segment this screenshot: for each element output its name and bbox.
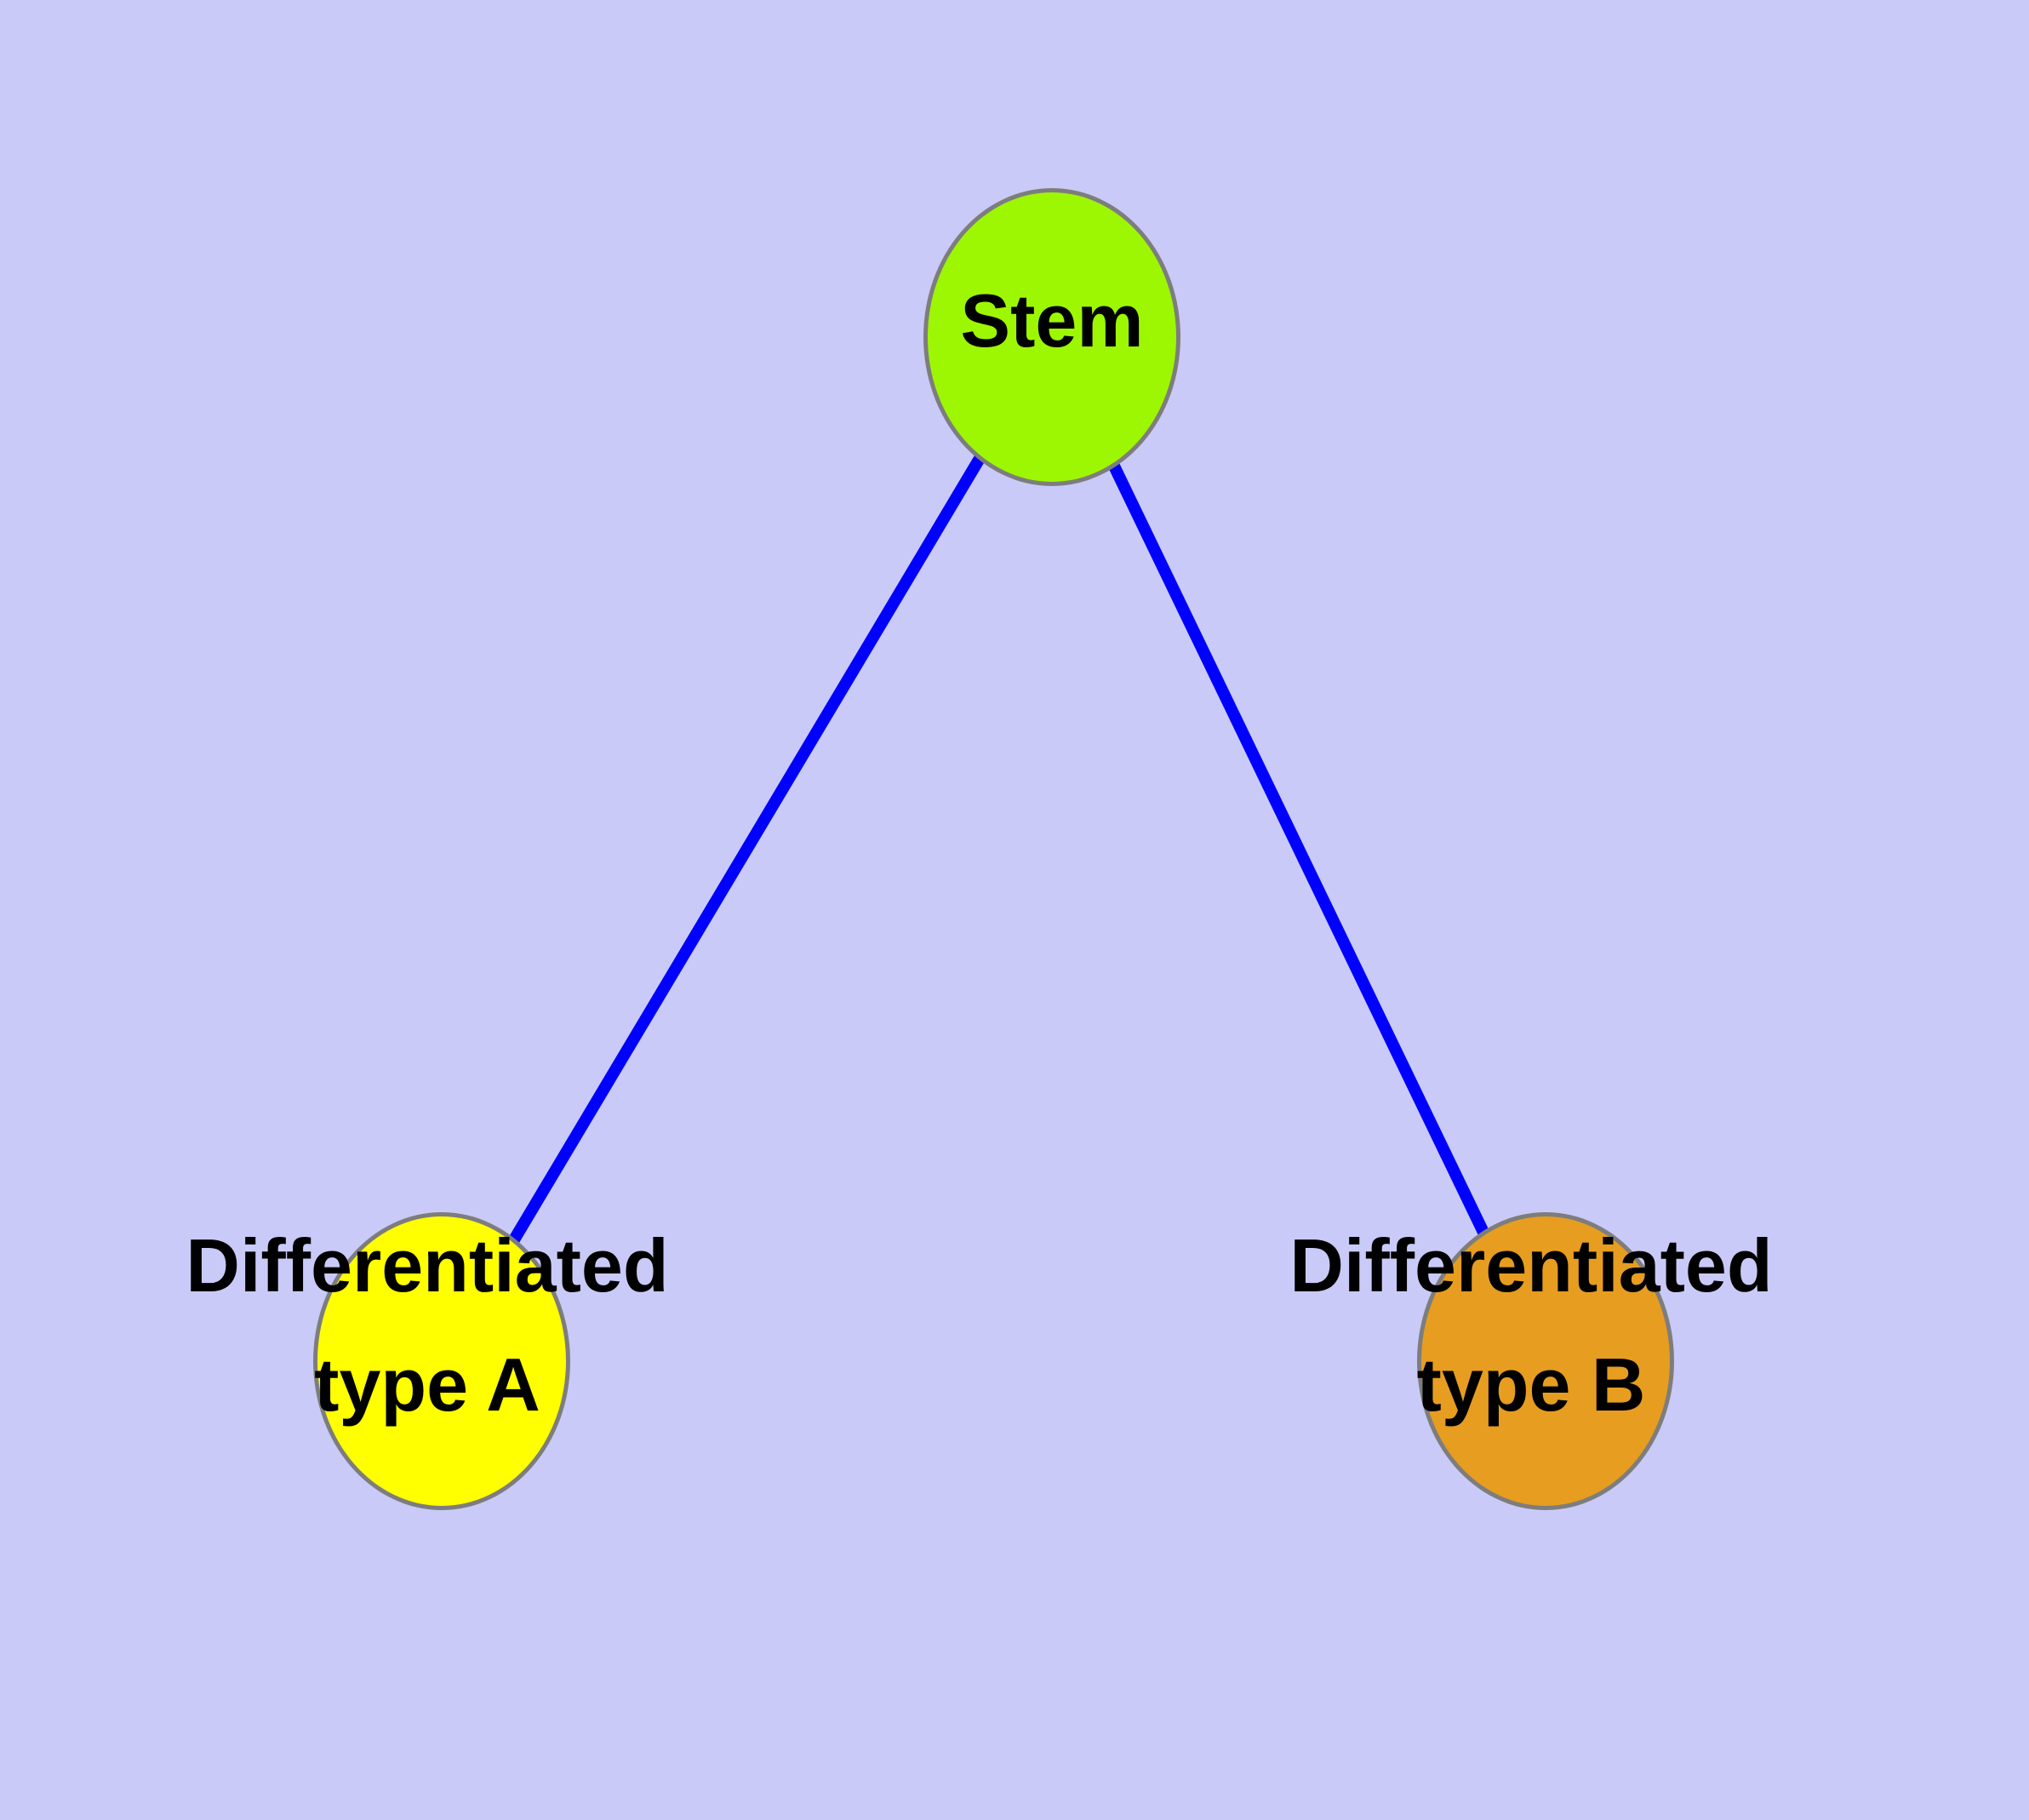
node-stem [923, 188, 1180, 486]
node-label-stem: Stem [960, 261, 1143, 381]
edge-stem-to-type-b [1046, 334, 1552, 1365]
node-label-differentiated-type-b: Differentiated type B [1289, 1206, 1772, 1445]
node-differentiated-type-b [1417, 1212, 1674, 1510]
label-line: type A [314, 1342, 540, 1427]
node-differentiated-type-a [313, 1212, 570, 1510]
edge-stem-to-type-a [436, 334, 1058, 1365]
label-line: Differentiated [186, 1223, 669, 1308]
label-line: Stem [960, 278, 1144, 363]
label-line: Differentiated [1289, 1223, 1773, 1308]
label-line: type B [1416, 1342, 1646, 1427]
node-label-differentiated-type-a: Differentiated type A [186, 1206, 668, 1445]
